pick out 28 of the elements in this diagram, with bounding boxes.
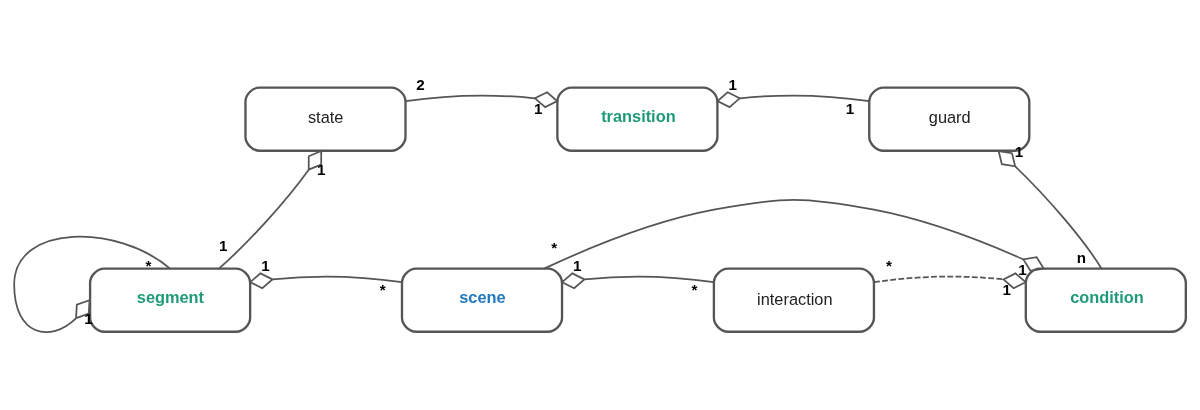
connector: [543, 198, 1046, 272]
label: 1: [728, 75, 737, 93]
label: *: [885, 256, 892, 274]
node-box: scene: [400, 267, 564, 333]
label: n: [1076, 248, 1086, 266]
label: 1: [261, 256, 270, 274]
connector: [560, 271, 715, 289]
node-box: state: [244, 85, 407, 152]
label: 1: [573, 256, 582, 274]
label: *: [691, 280, 698, 298]
connector: [873, 271, 1028, 289]
label: 2: [416, 75, 425, 93]
node-box: transition: [556, 85, 719, 152]
connector: [218, 149, 323, 269]
connector: [997, 149, 1103, 269]
connector: [715, 90, 870, 108]
connector: [248, 271, 403, 289]
label: *: [379, 280, 386, 298]
connector: [404, 90, 559, 108]
label: 1: [533, 99, 543, 117]
label: 1: [219, 236, 228, 254]
label: *: [551, 238, 558, 256]
connector: [13, 235, 171, 333]
label: 1: [316, 160, 326, 178]
node-box: interaction: [712, 267, 876, 333]
label: 1: [845, 99, 855, 117]
label: 1: [1002, 280, 1011, 298]
label: 1: [1018, 260, 1027, 278]
